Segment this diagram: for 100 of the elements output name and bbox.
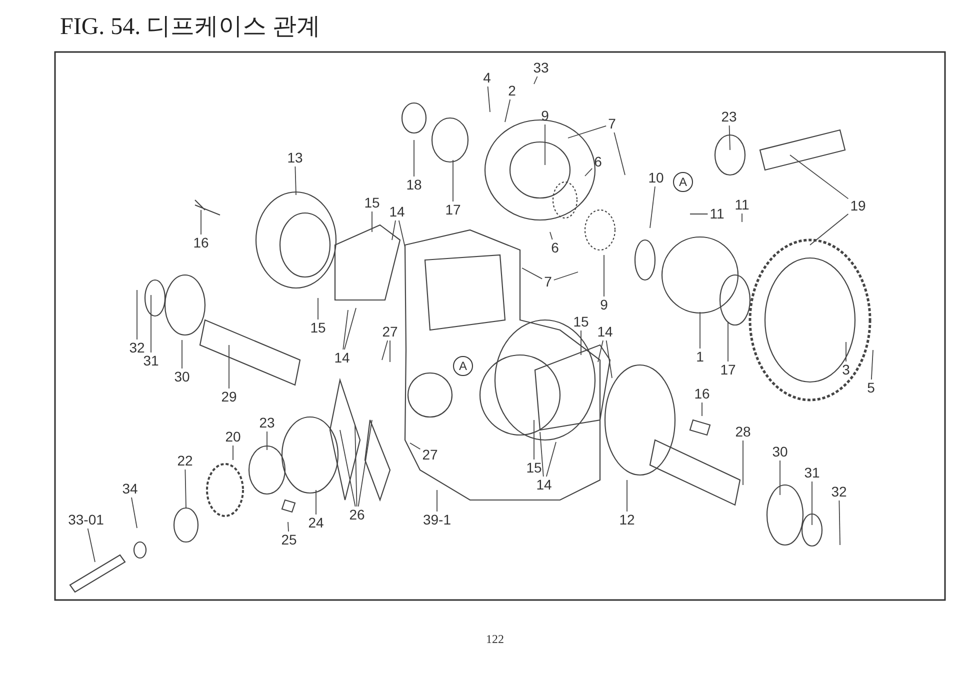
- callout-number: 5: [866, 380, 876, 396]
- leader-line: [294, 166, 296, 196]
- leader-line: [436, 490, 438, 512]
- leader-line: [742, 440, 744, 486]
- callout-number: 15: [525, 460, 543, 476]
- callout-number: 15: [363, 196, 381, 210]
- callout-number: 16: [693, 386, 711, 402]
- callout-number: 9: [599, 298, 609, 312]
- leader-line: [522, 268, 543, 280]
- leader-line: [232, 445, 234, 460]
- leader-line: [550, 232, 553, 240]
- leader-line: [344, 308, 356, 350]
- callout-number: 2: [507, 84, 517, 98]
- callout-number: 27: [381, 324, 399, 340]
- leader-line: [136, 290, 138, 340]
- leader-line: [614, 132, 626, 176]
- callout-number: 29: [220, 390, 238, 404]
- callout-number: 15: [572, 314, 590, 330]
- leader-line: [504, 99, 511, 122]
- callout-number: 27: [421, 448, 439, 462]
- leader-line: [200, 210, 202, 235]
- callout-number: 12: [618, 512, 636, 528]
- leader-line: [790, 154, 849, 200]
- callout-number: 14: [535, 478, 553, 492]
- callout-number: 11: [708, 206, 726, 222]
- leader-line: [184, 469, 186, 508]
- leader-line: [580, 330, 582, 356]
- callout-number: 1: [695, 350, 705, 364]
- callout-number: 17: [444, 202, 462, 218]
- leader-line: [382, 340, 388, 360]
- callout-number: 30: [771, 444, 789, 460]
- leader-line: [553, 272, 578, 280]
- callout-number: 19: [849, 198, 867, 214]
- leader-line: [410, 442, 421, 450]
- leader-line: [340, 430, 356, 507]
- callout-number: 23: [720, 110, 738, 124]
- leader-line: [392, 220, 396, 240]
- callout-number: 6: [593, 154, 603, 170]
- callout-number: 3: [841, 362, 851, 378]
- callout-number: 15: [309, 320, 327, 336]
- page-number: 122: [486, 632, 504, 647]
- callout-number: 31: [803, 466, 821, 480]
- leader-line: [870, 350, 874, 380]
- leader-line: [606, 340, 612, 378]
- callout-number: 31: [142, 354, 160, 368]
- leader-line: [131, 497, 138, 528]
- leader-line: [838, 500, 840, 546]
- reference-letter: A: [673, 172, 693, 192]
- callout-number: 20: [224, 430, 242, 444]
- leader-line: [584, 168, 593, 176]
- callout-number: 26: [348, 508, 366, 522]
- reference-letter: A: [453, 356, 473, 376]
- callout-number: 25: [280, 532, 298, 548]
- leader-line: [398, 220, 406, 248]
- leader-line: [358, 420, 372, 507]
- leader-line: [354, 424, 358, 507]
- callout-number: 7: [607, 116, 617, 132]
- callout-number: 30: [173, 370, 191, 384]
- leader-line: [546, 442, 556, 477]
- callout-number: 33-01: [67, 512, 105, 528]
- leader-line: [568, 125, 607, 138]
- figure-title: FIG. 54. 디프케이스 관계: [60, 13, 321, 42]
- callout-number: 6: [550, 240, 560, 256]
- callout-number: 28: [734, 424, 752, 440]
- callout-number: 23: [258, 416, 276, 430]
- leader-line: [288, 522, 289, 532]
- leader-line: [342, 310, 348, 350]
- callout-number: 7: [543, 274, 553, 290]
- callout-number: 9: [540, 108, 550, 124]
- callout-number: 24: [307, 516, 325, 530]
- leader-line: [650, 186, 656, 228]
- callout-number: 22: [176, 454, 194, 468]
- callout-number: 14: [596, 324, 614, 340]
- leader-line: [487, 86, 490, 112]
- callout-number: 32: [128, 340, 146, 356]
- callout-number: 17: [719, 362, 737, 378]
- leader-line: [150, 294, 152, 353]
- callout-number: 14: [333, 350, 351, 366]
- callout-number: 32: [830, 484, 848, 500]
- leader-line: [810, 214, 849, 246]
- leader-line: [728, 125, 730, 150]
- callout-number: 34: [121, 482, 139, 496]
- leader-line: [626, 480, 628, 512]
- leader-line: [598, 340, 604, 362]
- callout-number: 18: [405, 178, 423, 192]
- callout-number: 13: [286, 150, 304, 166]
- leader-line: [266, 431, 268, 450]
- leader-line: [540, 432, 544, 477]
- callout-number: 14: [388, 204, 406, 220]
- leader-line: [452, 160, 454, 202]
- callout-number: 4: [482, 70, 492, 86]
- callout-number: 16: [192, 236, 210, 250]
- callout-number: 39-1: [422, 512, 452, 528]
- callout-number: 11: [734, 198, 750, 212]
- leader-line: [228, 344, 230, 389]
- leader-line: [544, 124, 546, 166]
- leader-line: [534, 76, 538, 84]
- callout-number: 33: [532, 60, 550, 76]
- leader-line: [87, 528, 96, 562]
- callout-number: 10: [647, 170, 665, 186]
